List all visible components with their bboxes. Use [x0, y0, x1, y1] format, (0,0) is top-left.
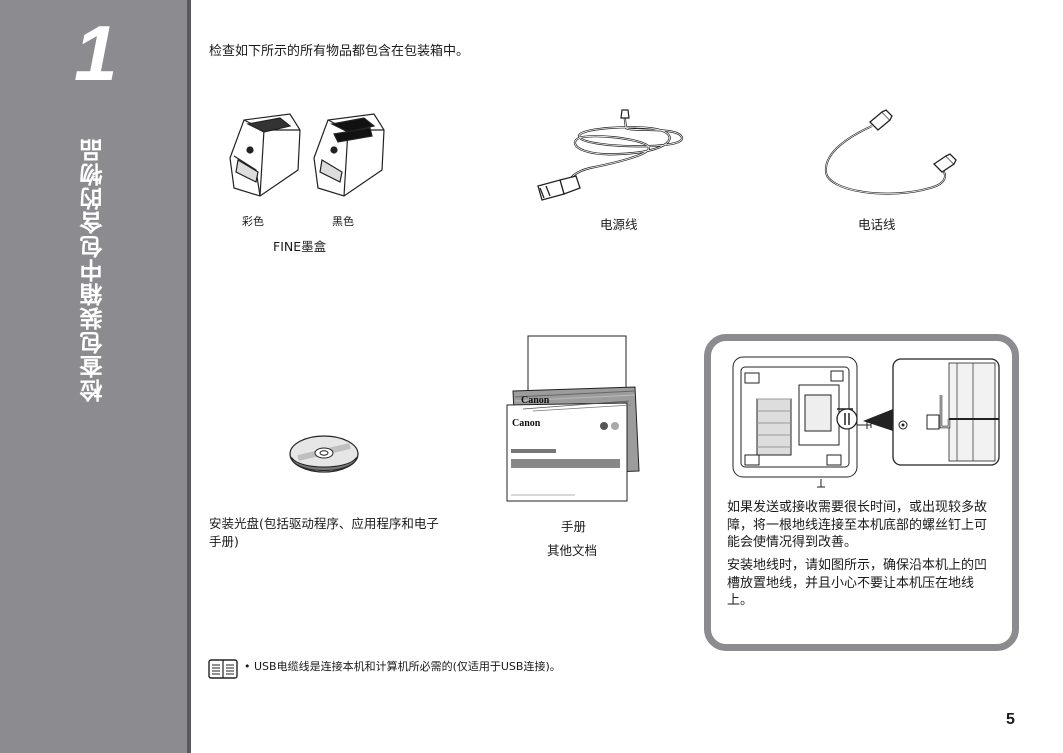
machine-bottom-icon [732, 356, 872, 488]
note-bullet: • [244, 660, 251, 673]
phone-plug-top-icon [869, 109, 893, 131]
fine-cartridges-illustration [229, 113, 385, 197]
section-title-text: 检查包装箱中包含的物品 [81, 138, 107, 402]
label-black: 黑色 [332, 215, 354, 228]
power-plug-icon [537, 175, 581, 201]
label-fine-cartridge: FINE墨盒 [273, 239, 327, 254]
manual-booklet-front-icon [506, 400, 632, 502]
zoom-pointer-icon [863, 409, 893, 431]
sidebar [0, 0, 187, 753]
label-other-documents: 其他文档 [547, 543, 598, 558]
docs-brand-front: Canon [512, 418, 541, 429]
black-cartridge-icon [313, 113, 385, 197]
documents-illustration: Canon Canon [506, 335, 640, 502]
label-phone-cord: 电话线 [858, 217, 896, 232]
sidebar-edge [187, 0, 191, 753]
ground-wire-illustration [732, 356, 1000, 488]
section-title: 检查包装箱中包含的物品 [74, 102, 114, 402]
setup-cd-icon [289, 435, 359, 473]
label-color: 彩色 [242, 215, 264, 228]
info-paragraph-2: 安装地线时，请如图所示，确保沿本机上的凹槽放置地线，并且小心不要让本机压在地线上… [727, 558, 988, 608]
ground-wire-info-box: 如果发送或接收需要很长时间，或出现较多故障，将一根地线连接至本机底部的螺丝钉上可… [704, 334, 1019, 651]
intro-text: 检查如下所示的所有物品都包含在包装箱中。 [209, 44, 470, 59]
power-cord-icon [537, 109, 684, 201]
phone-plug-bottom-icon [932, 153, 957, 173]
step-number: 1 [74, 9, 118, 97]
label-setup-cd: 安装光盘(包括驱动程序、应用程序和电子手册) [209, 516, 439, 549]
label-power-cord: 电源线 [600, 217, 638, 232]
page-number: 5 [1006, 711, 1015, 728]
docs-brand-back: Canon [521, 395, 550, 406]
manual-note-icon [208, 659, 238, 679]
usb-note: • USB电缆线是连接本机和计算机所必需的(仅适用于USB连接)。 [244, 658, 561, 674]
info-paragraph-1: 如果发送或接收需要很长时间，或出现较多故障，将一根地线连接至本机底部的螺丝钉上可… [727, 500, 988, 550]
color-cartridge-icon [229, 113, 301, 197]
screw-closeup-icon [892, 358, 1000, 466]
note-text: USB电缆线是连接本机和计算机所必需的(仅适用于USB连接)。 [254, 660, 561, 673]
telephone-cord-icon [824, 109, 957, 195]
label-manual: 手册 [561, 519, 587, 534]
